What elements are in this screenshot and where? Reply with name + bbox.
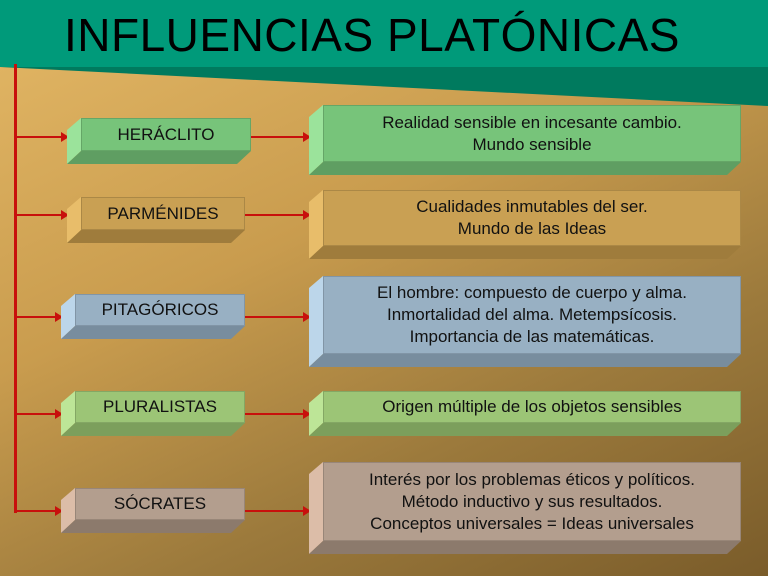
influence-label-box: HERÁCLITO	[67, 118, 251, 164]
influence-label-box: PLURALISTAS	[61, 391, 245, 436]
description-line: Importancia de las matemáticas.	[409, 327, 655, 346]
influence-label-box: PITAGÓRICOS	[61, 294, 245, 339]
description-line: Origen múltiple de los objetos sensibles	[382, 397, 682, 416]
description-line: Conceptos universales = Ideas universale…	[370, 513, 694, 533]
influence-name: PARMÉNIDES	[107, 203, 219, 223]
influence-label-box: SÓCRATES	[61, 488, 245, 533]
influence-label-box: PARMÉNIDES	[67, 197, 245, 243]
influence-description-box: Cualidades inmutables del ser. Mundo de l…	[309, 190, 741, 259]
page-title: INFLUENCIAS PLATÓNICAS	[64, 9, 680, 61]
title-banner	[0, 0, 768, 106]
influence-name: PITAGÓRICOS	[101, 300, 219, 319]
influence-name: PLURALISTAS	[102, 397, 217, 416]
connector-arrow	[17, 132, 69, 142]
description-line: Inmortalidad del alma. Metempsícosis.	[386, 305, 678, 324]
connector-trunk	[14, 64, 17, 513]
description-line: Método inductivo y sus resultados.	[401, 491, 663, 511]
description-line: Cualidades inmutables del ser.	[416, 197, 648, 216]
connector-arrow	[17, 210, 69, 220]
connector-arrow	[245, 409, 311, 419]
influence-description-box: Origen múltiple de los objetos sensibles	[309, 391, 741, 436]
description-line: Mundo de las Ideas	[457, 219, 607, 238]
connector-arrow	[17, 312, 63, 322]
influence-description-box: Realidad sensible en incesante cambio.Mu…	[309, 105, 741, 175]
description-line: Realidad sensible en incesante cambio.	[382, 112, 682, 132]
description-line: Interés por los problemas éticos y polít…	[369, 469, 695, 489]
connector-arrow	[245, 312, 311, 322]
connector-arrow	[245, 210, 311, 220]
connector-arrow	[245, 506, 311, 516]
connector-arrow	[17, 506, 63, 516]
description-line: El hombre: compuesto de cuerpo y alma.	[377, 283, 687, 302]
influence-name: SÓCRATES	[113, 494, 207, 513]
influence-name: HERÁCLITO	[117, 124, 215, 144]
description-line: Mundo sensible	[472, 134, 592, 154]
connector-arrow	[17, 409, 63, 419]
connector-arrow	[251, 132, 311, 142]
influence-description-box: Interés por los problemas éticos y polít…	[309, 462, 741, 554]
influence-description-box: El hombre: compuesto de cuerpo y alma. In…	[309, 276, 741, 367]
